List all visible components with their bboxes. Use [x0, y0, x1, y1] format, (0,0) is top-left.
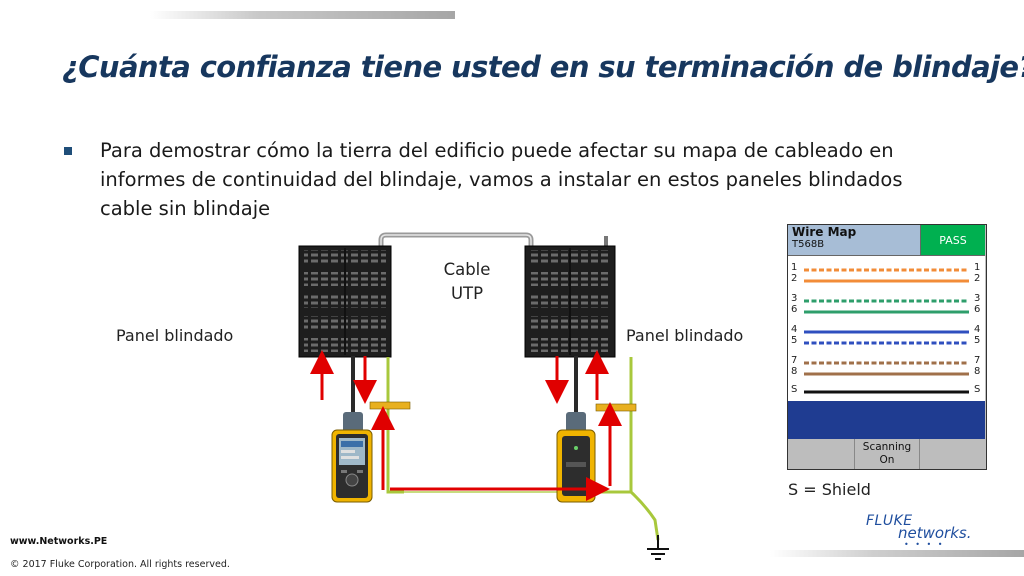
scanning-button[interactable]: Scanning On: [854, 439, 920, 469]
wire-map-footer: Scanning On: [788, 439, 985, 469]
ground-wires: [386, 357, 660, 541]
wire-map-title: Wire Map: [792, 225, 857, 239]
wire-map-standard: T568B: [792, 239, 825, 250]
pin-label-left: 8: [791, 366, 798, 377]
wire-map-header: Wire Map T568B: [788, 225, 921, 256]
slide-title: ¿Cuánta confianza tiene usted en su term…: [62, 50, 1024, 84]
cable-label: Cable UTP: [430, 258, 504, 306]
pin-label-left: 5: [791, 335, 798, 346]
utp-cable: [378, 232, 534, 248]
logo-brand: FLUKE: [866, 513, 913, 529]
pin-label-right: 8: [974, 366, 981, 377]
pin-label-left: 6: [791, 304, 798, 315]
top-decor-bar: [150, 11, 455, 19]
pin-label-right: S: [974, 384, 981, 395]
tester-main-unit: [331, 412, 373, 503]
pin-label-left: 1: [791, 262, 798, 273]
cable-label-line2: UTP: [450, 284, 484, 303]
wire-map-status-area: [788, 401, 985, 439]
bottom-decor-bar: [770, 550, 1024, 557]
right-shielded-panel: [524, 245, 616, 358]
left-shielded-panel: [298, 245, 392, 358]
left-panel-label: Panel blindado: [116, 326, 234, 345]
pass-badge: PASS: [921, 225, 985, 256]
ground-bar-tag-right: [595, 403, 637, 412]
pin-label-right: 4: [974, 324, 981, 335]
pin-label-right: 3: [974, 293, 981, 304]
pin-label-left: 3: [791, 293, 798, 304]
pin-label-left: S: [791, 384, 798, 395]
tester-remote-unit: [556, 412, 596, 503]
scanning-button-line1: Scanning: [862, 441, 912, 453]
bullet-line: Para demostrar cómo la tierra del edific…: [100, 139, 894, 162]
pin-label-right: 6: [974, 304, 981, 315]
earth-ground-symbol: [647, 535, 669, 560]
ground-bar-tag-left: [369, 401, 411, 410]
bullet-text: Para demostrar cómo la tierra del edific…: [100, 136, 980, 223]
bullet-line: informes de continuidad del blindaje, va…: [100, 168, 903, 191]
bullet-line: cable sin blindaje: [100, 197, 271, 220]
shield-note: S = Shield: [788, 480, 871, 499]
signal-arrows: [310, 350, 622, 501]
shield-test-diagram: [298, 232, 669, 560]
pin-label-right: 5: [974, 335, 981, 346]
right-panel-label: Panel blindado: [626, 326, 744, 345]
scanning-button-line2: On: [879, 454, 895, 466]
logo-sub: networks.: [898, 524, 972, 542]
pin-label-left: 2: [791, 273, 798, 284]
cable-label-line1: Cable: [443, 260, 491, 279]
pin-label-right: 7: [974, 355, 981, 366]
pin-label-left: 7: [791, 355, 798, 366]
fluke-networks-logo: FLUKE networks. • • • •: [866, 513, 996, 549]
footer-copyright: © 2017 Fluke Corporation. All rights res…: [10, 559, 230, 570]
pin-label-right: 1: [974, 262, 981, 273]
footer-website: www.Networks.PE: [10, 536, 108, 547]
pin-label-right: 2: [974, 273, 981, 284]
logo-dots: • • • •: [904, 540, 945, 549]
pin-label-left: 4: [791, 324, 798, 335]
bullet-marker: [64, 147, 72, 155]
wire-map-lines: [804, 268, 969, 394]
